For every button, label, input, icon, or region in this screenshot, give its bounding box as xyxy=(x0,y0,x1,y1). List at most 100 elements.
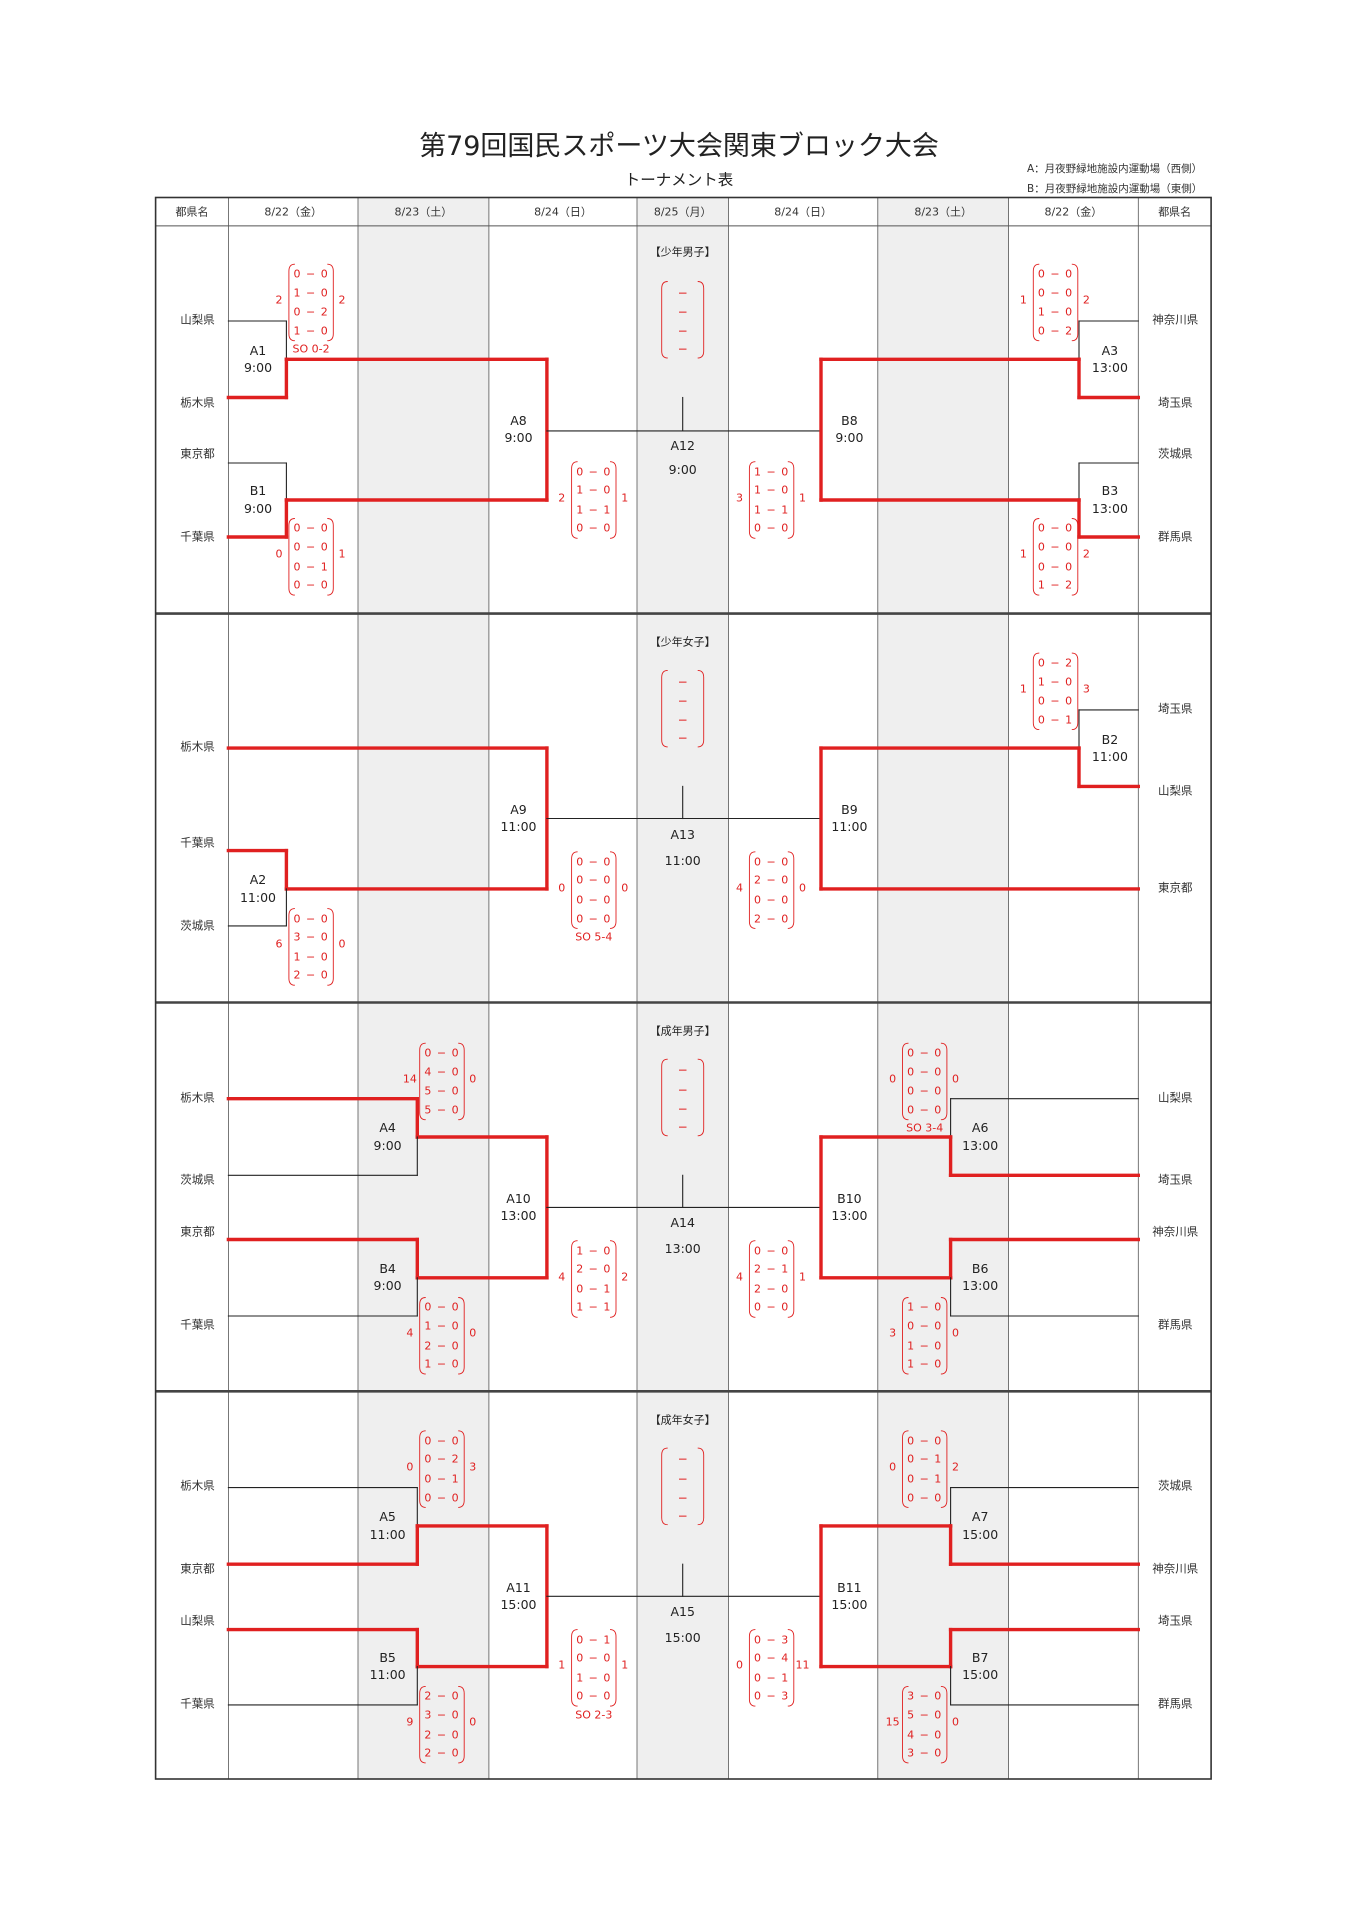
period-score: 0 − 1 xyxy=(1037,713,1074,727)
final-score-placeholder: − xyxy=(677,1101,688,1116)
period-score: 1 − 0 xyxy=(576,1671,612,1685)
period-score: 1 − 0 xyxy=(907,1357,943,1371)
score-bracket-right xyxy=(327,518,334,596)
score-bracket-right xyxy=(609,1629,617,1707)
score-bracket-left xyxy=(748,461,756,539)
score-total-right: 0 xyxy=(952,1326,959,1340)
score-total-left: 4 xyxy=(558,1270,566,1283)
period-score: 1 − 0 xyxy=(753,483,790,497)
match-id: B6 xyxy=(971,1260,989,1276)
period-score: 4 − 0 xyxy=(424,1065,460,1079)
match-time: 15:00 xyxy=(962,1526,999,1542)
match-id: A6 xyxy=(971,1120,989,1136)
shootout-result: SO 5-4 xyxy=(575,930,613,944)
final-score-placeholder: − xyxy=(677,1452,688,1467)
period-score: 5 − 0 xyxy=(424,1084,460,1098)
final-score-placeholder: − xyxy=(677,1063,688,1078)
period-score: 2 − 0 xyxy=(576,1262,612,1276)
team-name-right: 茨城県 xyxy=(1158,1478,1193,1493)
team-name-right: 神奈川県 xyxy=(1152,311,1199,326)
match-id: A5 xyxy=(379,1509,396,1525)
team-name-left: 千葉県 xyxy=(180,835,215,850)
match-id: A12 xyxy=(670,437,695,453)
header-cell-0: 都県名 xyxy=(175,205,209,219)
score-bracket-left xyxy=(1032,518,1040,596)
match-time: 15:00 xyxy=(962,1667,999,1683)
shootout-result: SO 2-3 xyxy=(575,1708,613,1722)
final-score-placeholder: − xyxy=(677,342,688,357)
score-bracket-right xyxy=(697,1058,705,1137)
team-name-right: 神奈川県 xyxy=(1152,1224,1199,1239)
match-id: B9 xyxy=(841,801,858,817)
score-total-right: 0 xyxy=(338,937,346,951)
section-label: 【成年男子】 xyxy=(649,1024,716,1038)
period-score: 3 − 0 xyxy=(907,1746,943,1760)
match-time: 15:00 xyxy=(500,1596,537,1612)
score-bracket-left xyxy=(902,1430,909,1508)
score-total-left: 2 xyxy=(275,293,283,307)
match-time: 9:00 xyxy=(835,430,864,446)
score-total-right: 0 xyxy=(952,1715,959,1729)
score-total-right: 2 xyxy=(1082,293,1090,307)
period-score: 0 − 1 xyxy=(576,1282,612,1296)
score-bracket-right xyxy=(609,461,617,539)
team-name-right: 群馬県 xyxy=(1158,529,1193,544)
match-id: B3 xyxy=(1101,483,1119,499)
score-total-right: 2 xyxy=(952,1460,959,1474)
period-score: 1 − 1 xyxy=(576,503,612,517)
score-total-left: 0 xyxy=(736,1658,743,1672)
team-name-right: 埼玉県 xyxy=(1158,1172,1193,1187)
period-score: 0 − 0 xyxy=(424,1491,460,1504)
match-time: 11:00 xyxy=(239,889,277,905)
score-bracket-left xyxy=(571,1629,578,1707)
header-cell-5: 8/24（日） xyxy=(774,205,832,219)
team-name-left: 東京都 xyxy=(180,1561,215,1576)
match-time: 13:00 xyxy=(1091,359,1128,375)
period-score: 0 − 0 xyxy=(1037,267,1074,281)
period-score: 0 − 2 xyxy=(1037,324,1074,338)
header-cell-1: 8/22（金） xyxy=(264,205,323,219)
period-score: 0 − 0 xyxy=(1037,540,1074,554)
score-total-left: 4 xyxy=(406,1326,414,1340)
header-cell-7: 8/22（金） xyxy=(1044,205,1103,219)
final-score-placeholder: − xyxy=(677,1120,688,1135)
score-bracket-left xyxy=(661,281,668,359)
period-score: 3 − 0 xyxy=(907,1689,943,1703)
score-total-right: 0 xyxy=(621,881,629,895)
score-bracket-right xyxy=(787,851,795,929)
score-bracket-right xyxy=(787,461,795,539)
score-bracket-right xyxy=(1071,518,1079,596)
period-score: 1 − 1 xyxy=(576,1300,612,1314)
score-bracket-left xyxy=(419,1042,426,1121)
team-name-right: 群馬県 xyxy=(1158,1316,1193,1331)
score-total-right: 2 xyxy=(338,293,346,307)
team-name-right: 埼玉県 xyxy=(1158,394,1193,409)
period-score: 0 − 0 xyxy=(576,855,612,869)
match-id: A13 xyxy=(670,826,695,842)
venue-note-a: A：月夜野緑地施設内運動場（西側） xyxy=(1027,163,1203,175)
period-score: 0 − 0 xyxy=(1037,694,1074,708)
score-bracket-right xyxy=(458,1297,465,1375)
match-id: A10 xyxy=(506,1190,531,1206)
team-name-left: 東京都 xyxy=(180,446,215,461)
score-total-right: 2 xyxy=(621,1270,629,1283)
period-score: 2 − 0 xyxy=(293,968,329,982)
final-score-placeholder: − xyxy=(677,712,688,727)
score-total-left: 1 xyxy=(1019,682,1027,696)
period-score: 0 − 0 xyxy=(907,1434,943,1448)
score-bracket-left xyxy=(661,669,668,748)
period-score: 0 − 0 xyxy=(293,912,329,925)
match-id: A4 xyxy=(379,1120,396,1136)
period-score: 1 − 0 xyxy=(753,465,790,479)
period-score: 0 − 1 xyxy=(907,1452,943,1466)
period-score: 0 − 1 xyxy=(907,1472,943,1486)
team-name-left: 山梨県 xyxy=(180,1613,215,1628)
score-bracket-left xyxy=(902,1297,909,1375)
score-bracket-right xyxy=(787,1240,795,1318)
score-total-left: 1 xyxy=(558,1658,566,1672)
score-total-left: 2 xyxy=(558,491,566,504)
score-total-right: 0 xyxy=(799,881,806,895)
score-bracket-left xyxy=(1032,263,1040,342)
match-id: B11 xyxy=(837,1579,862,1595)
